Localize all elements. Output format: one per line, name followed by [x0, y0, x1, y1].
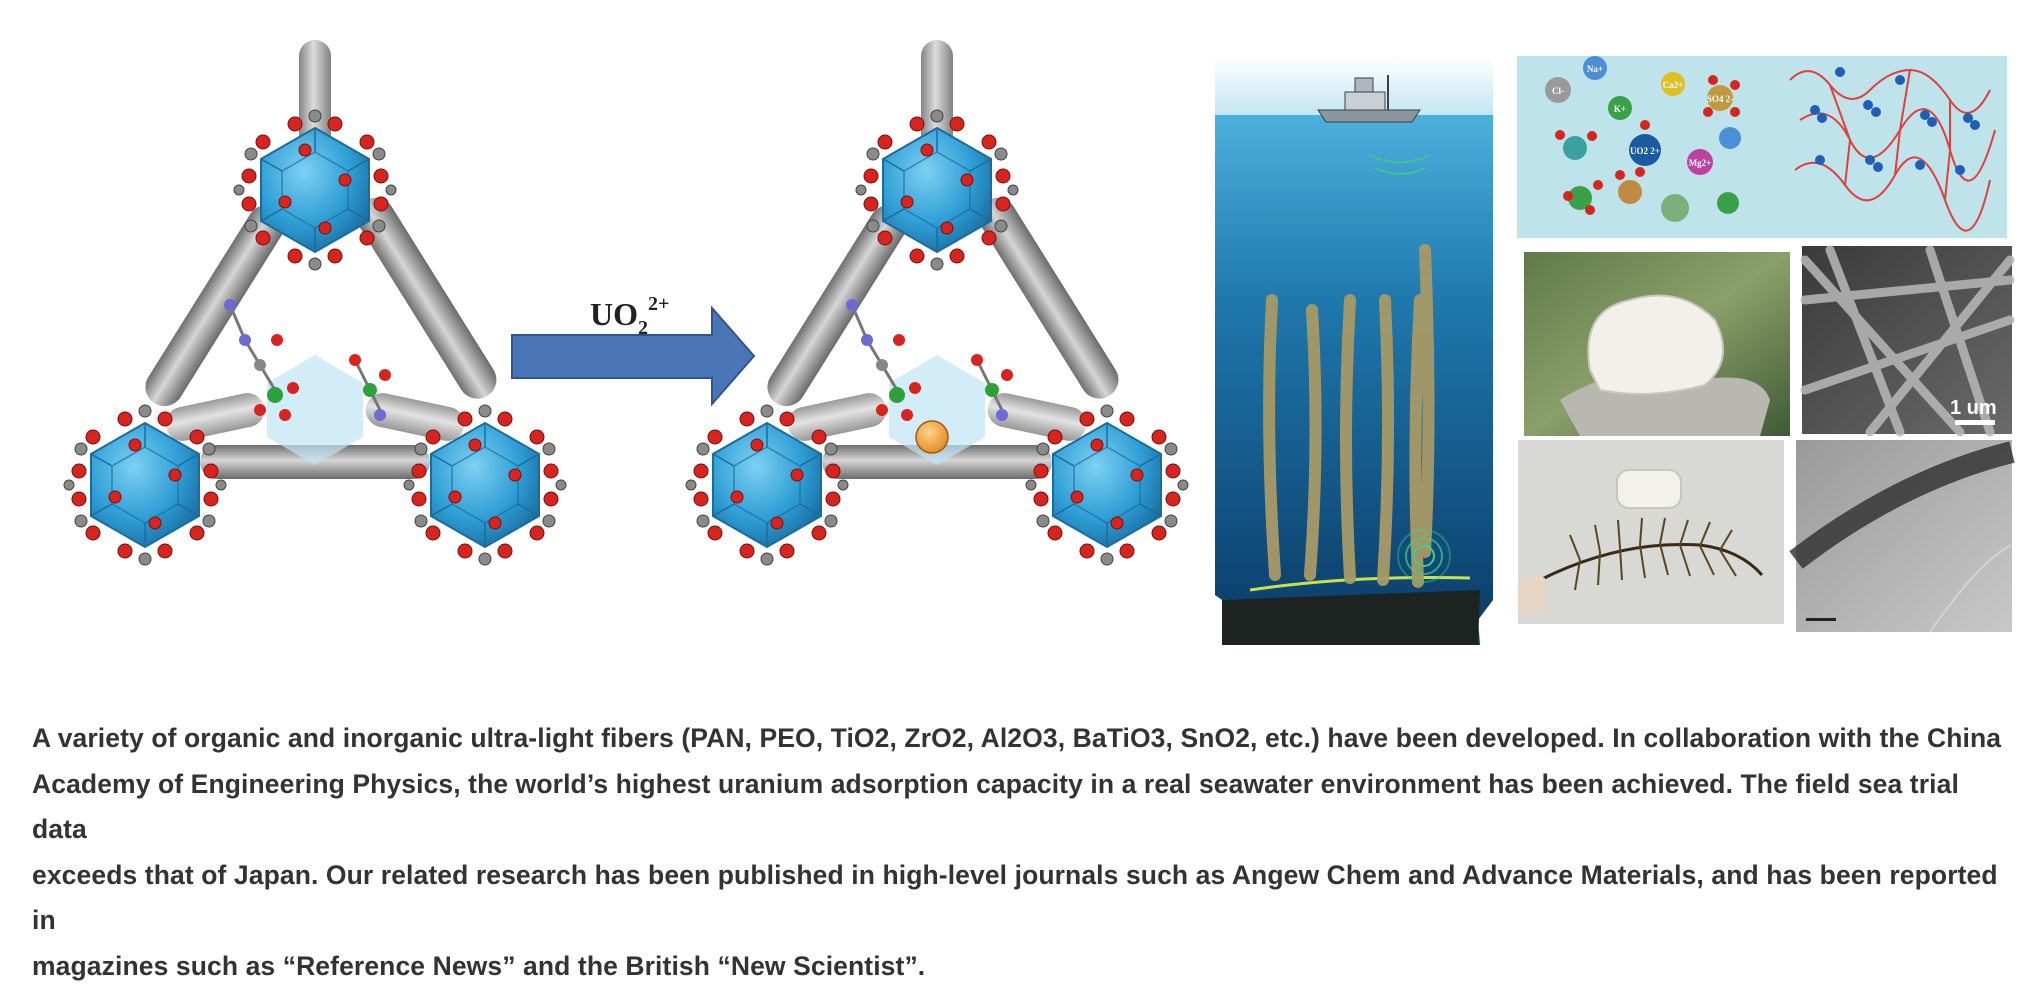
seawater-ions-panel: Na+ Cl- Ca2+ K+ UO2 2+ Mg2+ SO4 2- — [1517, 56, 2007, 238]
mof-structure-after — [686, 40, 1188, 565]
sem-micrograph: 1 um — [1802, 246, 2012, 434]
sea-trial-illustration — [1215, 56, 1493, 645]
caption-line: Academy of Engineering Physics, the worl… — [32, 762, 2012, 853]
figure-caption: A variety of organic and inorganic ultra… — [32, 716, 2012, 989]
caption-line: A variety of organic and inorganic ultra… — [32, 716, 2012, 762]
svg-text:Na+: Na+ — [1587, 64, 1603, 74]
svg-text:Ca2+: Ca2+ — [1663, 80, 1684, 90]
uranyl-formula: UO22+ — [590, 293, 669, 339]
feather-fiber-photo — [1518, 440, 1784, 624]
mof-structure-before — [64, 40, 566, 565]
caption-line: exceeds that of Japan. Our related resea… — [32, 853, 2012, 944]
svg-text:SO4 2-: SO4 2- — [1707, 94, 1733, 104]
tem-micrograph — [1796, 440, 2012, 632]
svg-text:1 um: 1 um — [1950, 397, 1997, 419]
research-figure: UO22+ — [0, 0, 2040, 680]
svg-text:Mg2+: Mg2+ — [1689, 158, 1712, 168]
svg-text:UO2 2+: UO2 2+ — [1630, 146, 1660, 156]
svg-text:Cl-: Cl- — [1552, 86, 1564, 96]
svg-text:K+: K+ — [1614, 104, 1626, 114]
fiber-sponge-photo — [1524, 252, 1790, 436]
caption-line: magazines such as “Reference News” and t… — [32, 944, 2012, 989]
